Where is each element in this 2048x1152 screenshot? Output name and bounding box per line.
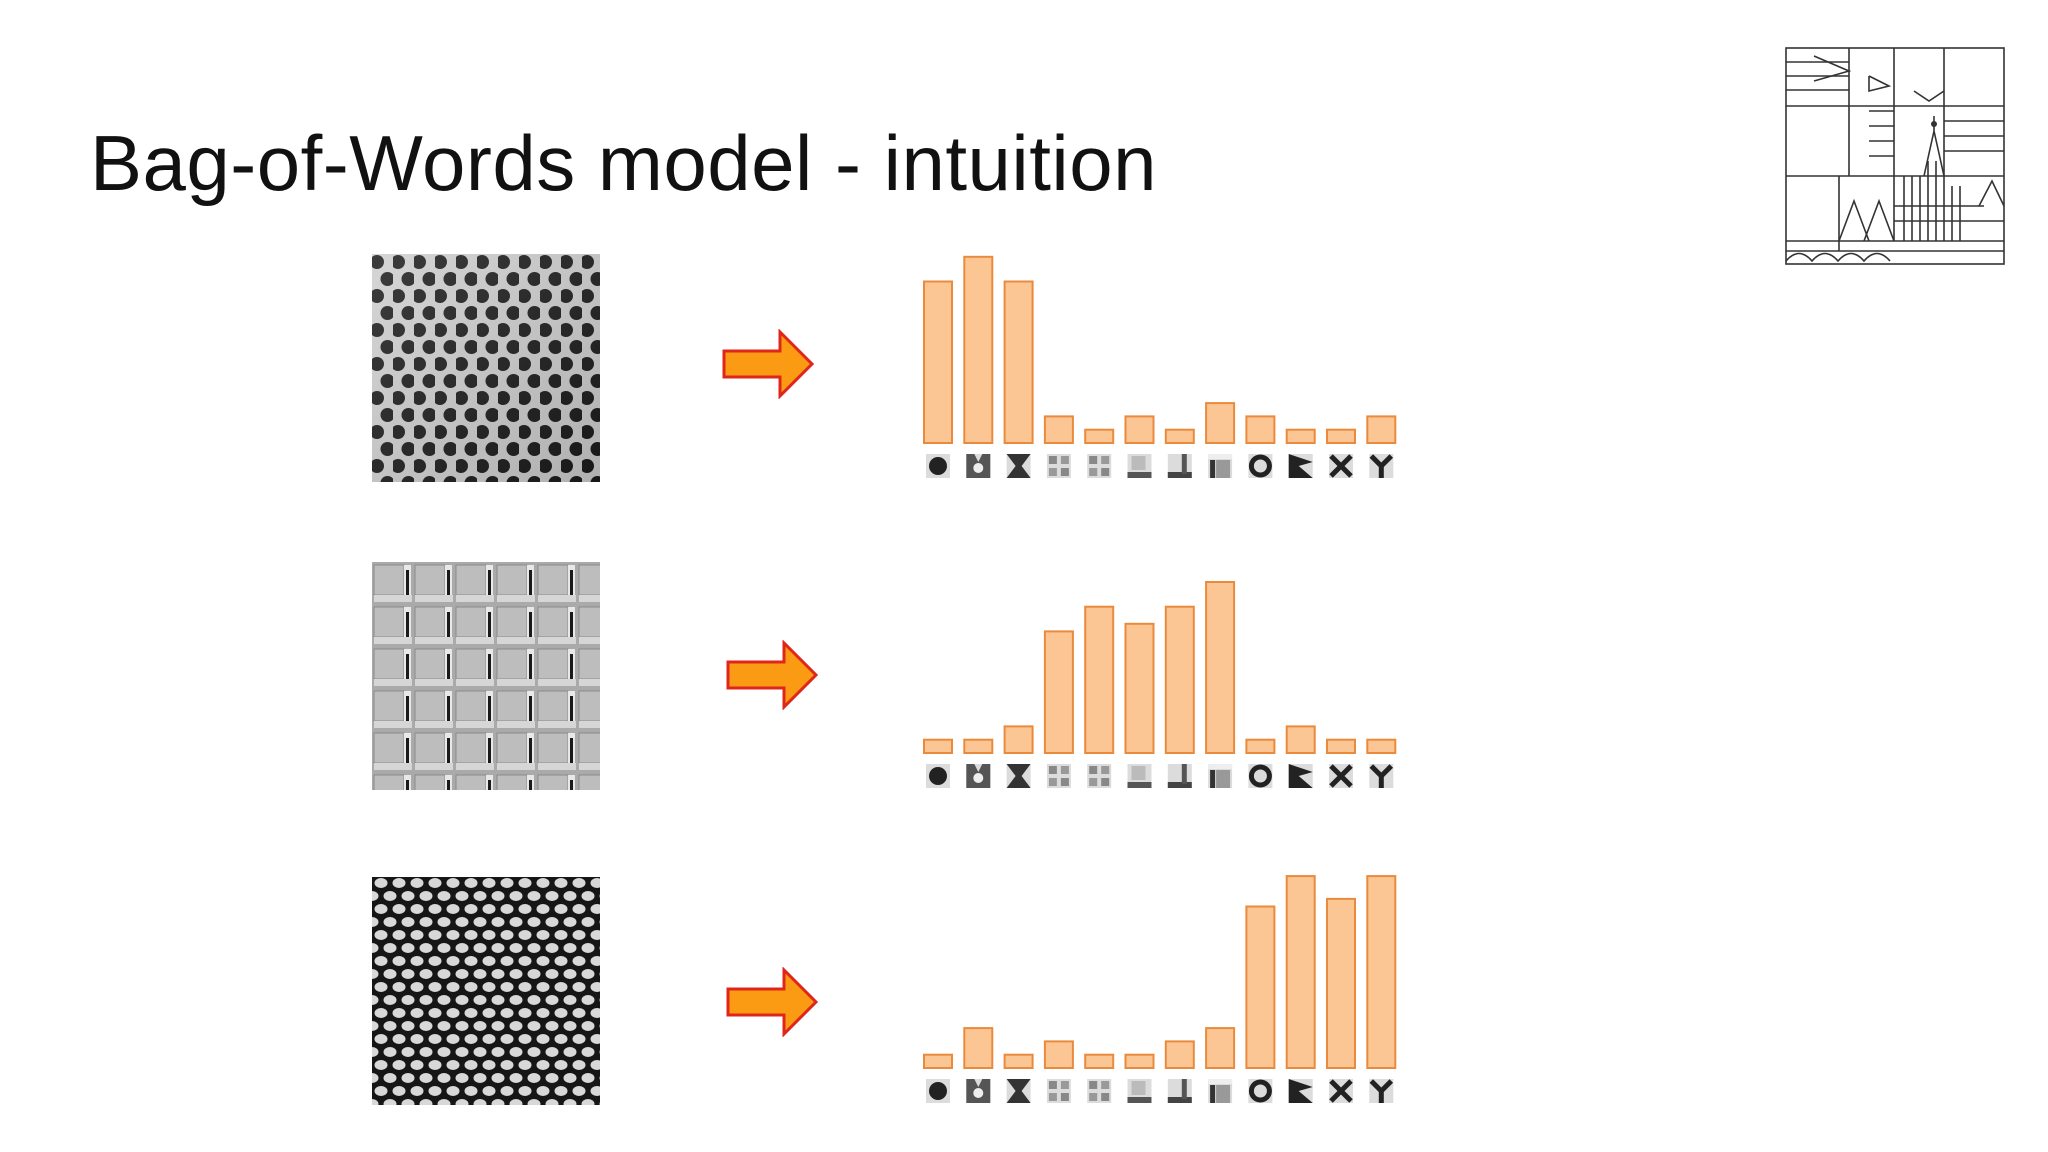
histogram-bar-x-word <box>1326 428 1356 444</box>
histogram-bar-patch-word-3 <box>1205 581 1236 754</box>
histogram-3 <box>923 875 1397 1103</box>
y-word-icon <box>1369 454 1394 478</box>
histogram-bar-corner-word <box>1285 725 1316 754</box>
cross-word-icon <box>966 1079 991 1103</box>
histogram-bar-patch-word-1 <box>1124 1053 1155 1069</box>
histogram-bar-dot-word <box>923 1053 953 1069</box>
grid-word-1-icon <box>1046 1079 1071 1103</box>
hourglass-word-icon <box>1006 454 1031 478</box>
histogram-2 <box>923 581 1397 788</box>
histogram-bar-patch-word-2 <box>1164 428 1195 444</box>
ring-word-icon <box>1248 1079 1273 1103</box>
university-logo <box>1785 47 2005 265</box>
histogram-bar-grid-word-1 <box>1043 415 1074 444</box>
histogram-bar-ring-word <box>1245 415 1276 444</box>
histogram-bar-grid-word-1 <box>1043 630 1074 754</box>
ring-word-icon <box>1248 764 1273 788</box>
honeycomb-texture-image <box>372 877 600 1105</box>
x-word-icon <box>1329 454 1353 478</box>
histogram-bar-y-word <box>1366 875 1397 1069</box>
histogram-bar-y-word <box>1366 415 1397 444</box>
arrow-icon <box>722 329 814 399</box>
y-word-icon <box>1369 1079 1394 1103</box>
histogram-bar-patch-word-1 <box>1124 622 1155 754</box>
histogram-bar-x-word <box>1326 897 1356 1070</box>
corner-word-icon <box>1288 454 1313 478</box>
histogram-1 <box>923 255 1397 478</box>
histogram-bar-grid-word-1 <box>1043 1040 1074 1069</box>
ring-word-icon <box>1248 454 1273 478</box>
cross-word-icon <box>966 454 991 478</box>
histogram-bar-hourglass-word <box>1003 1053 1034 1069</box>
corner-word-icon <box>1288 1079 1313 1103</box>
grid-word-2-icon <box>1087 1079 1112 1103</box>
histogram-bar-cross-word <box>963 255 994 444</box>
grid-word-1-icon <box>1046 454 1071 478</box>
hourglass-word-icon <box>1006 1079 1031 1103</box>
histogram-bar-ring-word <box>1245 905 1276 1069</box>
dot-word-icon <box>926 764 950 788</box>
x-word-icon <box>1329 764 1353 788</box>
histogram-bar-patch-word-2 <box>1164 605 1195 755</box>
arrow-icon <box>726 967 818 1037</box>
histogram-bar-x-word <box>1326 738 1356 754</box>
dotted-texture-image <box>372 254 600 482</box>
histogram-bar-patch-word-3 <box>1205 1027 1236 1070</box>
histogram-bar-grid-word-2 <box>1084 428 1115 444</box>
histogram-bar-grid-word-2 <box>1084 1053 1115 1069</box>
x-word-icon <box>1329 1079 1353 1103</box>
histogram-bar-corner-word <box>1285 875 1316 1069</box>
patch-word-2-icon <box>1167 1079 1192 1103</box>
histogram-bar-corner-word <box>1285 428 1316 444</box>
histogram-bar-dot-word <box>923 738 953 754</box>
patch-word-1-icon <box>1127 1079 1152 1103</box>
histogram-bar-ring-word <box>1245 738 1276 754</box>
histogram-bar-grid-word-2 <box>1084 605 1115 755</box>
histogram-bar-cross-word <box>963 1027 994 1070</box>
dot-word-icon <box>926 454 950 478</box>
histogram-bar-patch-word-1 <box>1124 415 1155 444</box>
slide-title: Bag-of-Words model - intuition <box>90 119 1158 207</box>
cross-word-icon <box>966 764 991 788</box>
grid-word-1-icon <box>1046 764 1071 788</box>
histogram-bar-hourglass-word <box>1003 725 1034 754</box>
patch-word-3-icon <box>1208 1079 1233 1103</box>
dot-word-icon <box>926 1079 950 1103</box>
patch-word-2-icon <box>1167 764 1192 788</box>
patch-word-2-icon <box>1167 454 1192 478</box>
grid-word-2-icon <box>1087 454 1112 478</box>
y-word-icon <box>1369 764 1394 788</box>
patch-word-1-icon <box>1127 454 1152 478</box>
histogram-bar-patch-word-2 <box>1164 1040 1195 1069</box>
histogram-bar-y-word <box>1366 738 1397 754</box>
patch-word-1-icon <box>1127 764 1152 788</box>
hourglass-word-icon <box>1006 764 1031 788</box>
histogram-row-1 <box>0 250 2048 510</box>
arrow-icon <box>726 640 818 710</box>
histogram-bar-dot-word <box>923 280 953 444</box>
patch-word-3-icon <box>1208 454 1233 478</box>
corner-word-icon <box>1288 764 1313 788</box>
histogram-bar-patch-word-3 <box>1205 402 1236 445</box>
grid-word-2-icon <box>1087 764 1112 788</box>
histogram-bar-hourglass-word <box>1003 280 1034 444</box>
histogram-row-3 <box>0 875 2048 1135</box>
histogram-row-2 <box>0 560 2048 820</box>
patch-word-3-icon <box>1208 764 1233 788</box>
brick-texture-image <box>372 562 600 790</box>
histogram-bar-cross-word <box>963 738 994 754</box>
